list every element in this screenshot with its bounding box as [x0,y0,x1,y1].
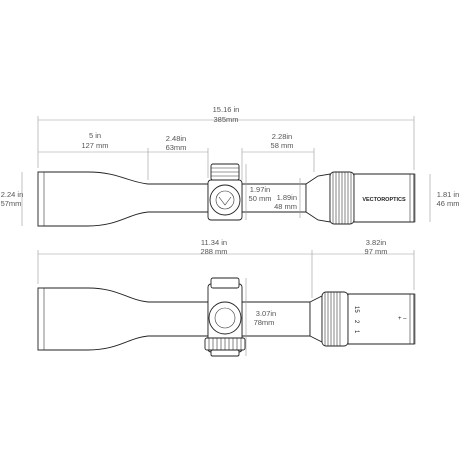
top-view: VECTOROPTICS [37,163,416,227]
bottom-elevation-center-icon [214,307,236,329]
turret-span-metric: 78mm [254,318,275,327]
tube-diameter-metric: 48 mm [274,202,297,211]
objective-diameter-metric: 57mm [1,199,22,208]
turret-span-imperial: 3.07in [256,309,276,318]
top-objective-lens-edge [37,171,45,227]
brand-text: VECTOROPTICS [362,197,406,203]
bottom-dimensions: 11.34 in 288 mm 3.82in 97 mm 3.07in 78mm [37,238,415,356]
bottom-objective-bell [37,287,209,351]
bottom-power-ring [321,291,349,347]
turret-height-metric: 50 mm [249,194,272,203]
diopter-mark-icon: + – [398,316,407,322]
top-eyepiece-taper [305,173,331,223]
eyepiece-length-imperial: 3.82in [366,238,386,247]
top-objective-bell [37,171,209,227]
front-tube-metric: 63mm [166,143,187,152]
bottom-power-ring-knurl [324,292,341,346]
bottom-elevation-cap [208,301,242,335]
top-windage-logo-icon [215,190,235,210]
eyepiece-diameter-imperial: 1.81 in [437,190,460,199]
top-dimensions: 15.16 in 385mm 5 in 127 mm 2.48in 63mm 2… [1,105,460,226]
bottom-eyepiece-taper [309,295,323,343]
length-to-ring-metric: 288 mm [200,247,227,256]
eyepiece-diameter-metric: 46 mm [437,199,460,208]
tube-diameter-imperial: 1.89in [277,193,297,202]
top-windage-cap [209,184,241,216]
top-elevation-knurl [211,167,239,177]
turret-height-imperial: 1.97in [250,185,270,194]
overall-length-imperial: 15.16 in [213,105,240,114]
front-tube-imperial: 2.48in [166,134,186,143]
bottom-parallax-cap [210,349,240,357]
power-mark-1: 1 [353,330,359,334]
eyepiece-section-metric: 58 mm [271,141,294,150]
power-mark-15: 15 [353,306,359,313]
overall-length-metric: 385mm [213,115,238,124]
bottom-objective-lens-edge [37,287,45,351]
bottom-parallax-knurl [208,338,242,350]
top-power-ring-knurl [332,172,352,224]
objective-section-imperial: 5 in [89,131,101,140]
bottom-ocular-edge [409,293,416,345]
bottom-windage-cap-top [210,277,240,289]
objective-section-metric: 127 mm [81,141,108,150]
objective-diameter-imperial: 2.24 in [1,190,24,199]
length-to-ring-imperial: 11.34 in [201,238,227,247]
top-logo-v-icon [218,196,232,206]
bottom-view: 15 2 1 + – [37,277,416,357]
top-ocular-edge [409,173,416,223]
eyepiece-section-imperial: 2.28in [272,132,292,141]
power-mark-2: 2 [353,320,359,324]
eyepiece-length-metric: 97 mm [365,247,388,256]
bottom-main-tube [241,301,311,337]
